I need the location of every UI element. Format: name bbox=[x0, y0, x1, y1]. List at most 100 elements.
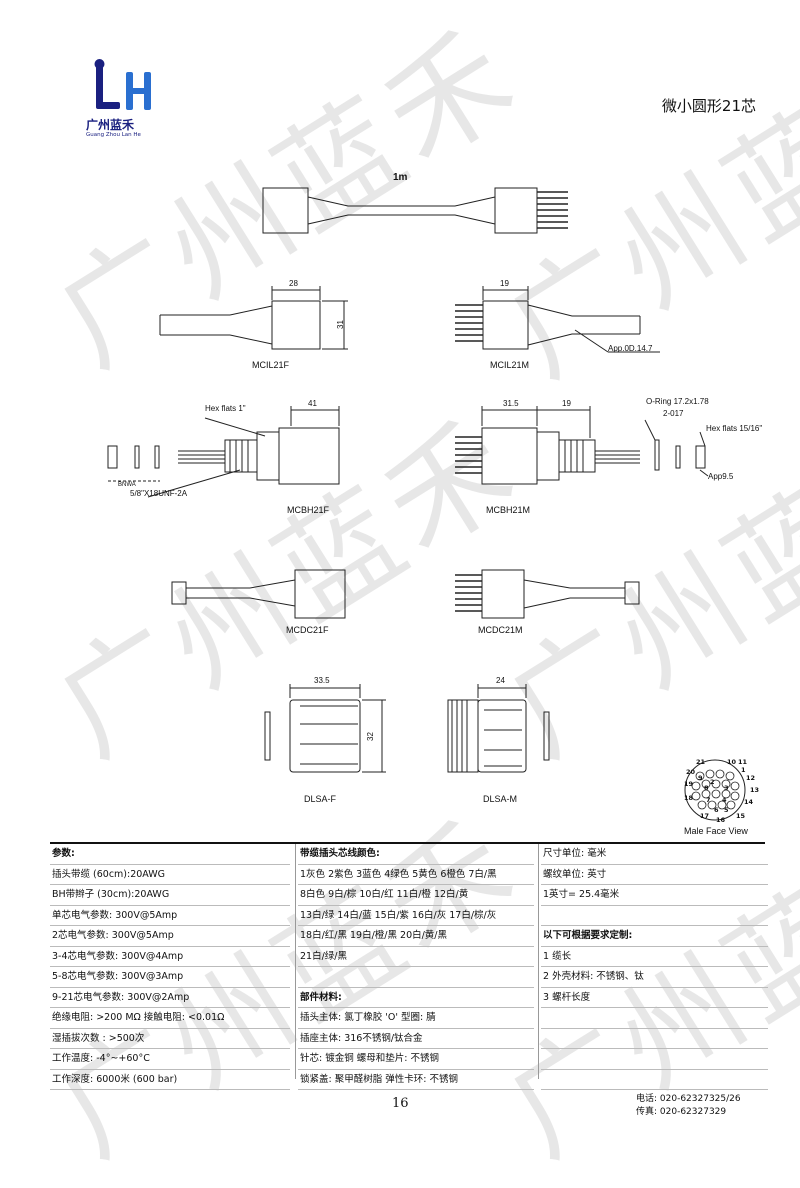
spec-row: 18白/红/黑 19白/橙/黑 20白/黄/黑 bbox=[298, 926, 534, 947]
page-number: 16 bbox=[392, 1096, 409, 1111]
pin-label: 20 bbox=[686, 768, 696, 776]
pin-label: 2 bbox=[710, 778, 715, 786]
spec-row bbox=[541, 1029, 768, 1049]
pin-label: 15 bbox=[736, 812, 746, 820]
spec-row: 参数: bbox=[50, 844, 290, 865]
mcil21f-height: 31 bbox=[335, 320, 345, 329]
phone-number: 电话: 020-62327325/26 bbox=[636, 1094, 741, 1104]
spec-row: BH带辫子 (30cm):20AWG bbox=[50, 885, 290, 906]
male-face-view-label: Male Face View bbox=[684, 826, 748, 836]
male-face-circle bbox=[684, 759, 746, 821]
dlsaf-height: 32 bbox=[365, 732, 375, 741]
spec-row: 带缆插头芯线颜色: bbox=[298, 844, 534, 865]
pin-label: 4 bbox=[722, 796, 727, 804]
pin-label: 11 bbox=[738, 758, 748, 766]
spec-row: 8白色 9白/棕 10白/红 11白/橙 12白/黄 bbox=[298, 885, 534, 906]
mcdc21m-label: MCDC21M bbox=[478, 625, 523, 635]
mcbh21f-hex: Hex flats 1" bbox=[205, 404, 246, 413]
spec-row: 插头带缆 (60cm):20AWG bbox=[50, 865, 290, 885]
spec-row: 2芯电气参数: 300V@5Amp bbox=[50, 926, 290, 947]
mcbh21m-hex: Hex flats 15/16" bbox=[706, 424, 763, 433]
spec-row: 工作温度: -4°~+60°C bbox=[50, 1049, 290, 1070]
spec-row: 5-8芯电气参数: 300V@3Amp bbox=[50, 967, 290, 988]
mcbh21m-label: MCBH21M bbox=[486, 505, 531, 515]
pin-label: 21 bbox=[696, 758, 706, 766]
mcbh21f-length: 41 bbox=[308, 399, 317, 408]
dlsam-label: DLSA-M bbox=[483, 794, 518, 804]
mcbh21m-app: App9.5 bbox=[708, 472, 734, 481]
mcbh21m-dim2: 19 bbox=[562, 399, 571, 408]
pin-label: 5 bbox=[724, 806, 729, 814]
spec-row: 9-21芯电气参数: 300V@2Amp bbox=[50, 988, 290, 1008]
mcil21m-label: MCIL21M bbox=[490, 360, 530, 370]
logo-text-en: Guang Zhou Lan He bbox=[86, 132, 141, 138]
dlsam-width: 24 bbox=[496, 676, 505, 685]
spec-row: 锁紧盖: 聚甲醛树脂 弹性卡环: 不锈钢 bbox=[298, 1070, 534, 1090]
company-logo: 广州蓝禾 Guang Zhou Lan He bbox=[86, 58, 158, 140]
spec-row: 绝缘电阻: >200 MΩ 接触电阻: <0.01Ω bbox=[50, 1008, 290, 1029]
mcil21m-width: 19 bbox=[500, 279, 509, 288]
spec-row: 3-4芯电气参数: 300V@4Amp bbox=[50, 947, 290, 967]
male-face-pin-labels: 21 10 11 1 12 20 9 2 19 8 3 13 18 7 4 17… bbox=[680, 758, 760, 824]
pin-label: 10 bbox=[727, 758, 737, 766]
pin-label: 6 bbox=[714, 806, 719, 814]
spec-row: 插座主体: 316不锈钢/钛合金 bbox=[298, 1029, 534, 1049]
spec-row: 13白/绿 14白/蓝 15白/紫 16白/灰 17白/棕/灰 bbox=[298, 906, 534, 926]
fax-number: 传真: 020-62327329 bbox=[636, 1107, 727, 1117]
page-title: 微小圆形21芯 bbox=[661, 97, 756, 115]
spec-row bbox=[541, 906, 768, 926]
pin-label: 16 bbox=[716, 816, 726, 824]
mcbh21f-bnwa: BNWA bbox=[118, 482, 136, 488]
spec-row: 湿插拔次数 : >500次 bbox=[50, 1029, 290, 1049]
spec-row bbox=[298, 967, 534, 988]
spec-row bbox=[541, 1049, 768, 1070]
spec-row: 3 螺杆长度 bbox=[541, 988, 768, 1008]
pin-label: 19 bbox=[684, 780, 694, 788]
logo-mark-icon bbox=[94, 59, 151, 110]
pin-label: 8 bbox=[704, 784, 709, 792]
dlsaf-width: 33.5 bbox=[314, 676, 330, 685]
contact-info: 电话: 020-62327325/26 传真: 020-62327329 bbox=[636, 1093, 741, 1119]
pin-label: 12 bbox=[746, 774, 756, 782]
pin-label: 3 bbox=[724, 784, 729, 792]
spec-row: 1英寸= 25.4毫米 bbox=[541, 885, 768, 906]
spec-row: 插头主体: 氯丁橡胶 'O' 型圈: 腈 bbox=[298, 1008, 534, 1029]
mcil21f-label: MCIL21F bbox=[252, 360, 290, 370]
mcil21m-note: App.0D.14.7 bbox=[608, 344, 653, 353]
cable-plug-male bbox=[494, 187, 538, 234]
cable-length-label: 1m bbox=[393, 172, 408, 183]
mcbh21m-oring2: 2-017 bbox=[663, 409, 684, 418]
cable-plug-female bbox=[262, 187, 309, 234]
mcbh21m-dim1: 31.5 bbox=[503, 399, 519, 408]
logo-text-cn: 广州蓝禾 bbox=[86, 118, 135, 132]
spec-row: 尺寸单位: 毫米 bbox=[541, 844, 768, 865]
pin-label: 18 bbox=[684, 794, 694, 802]
mcbh21f-thread: 5/8"X18UNF-2A bbox=[130, 489, 188, 498]
spec-row: 单芯电气参数: 300V@5Amp bbox=[50, 906, 290, 926]
mcbh21f-label: MCBH21F bbox=[287, 505, 330, 515]
spec-row bbox=[541, 1070, 768, 1090]
pin-label: 14 bbox=[744, 798, 754, 806]
spec-row: 2 外壳材料: 不锈钢、钛 bbox=[541, 967, 768, 988]
spec-row: 螺纹单位: 英寸 bbox=[541, 865, 768, 885]
pin-label: 9 bbox=[698, 774, 703, 782]
spec-row: 针芯: 镀金铜 螺母和垫片: 不锈钢 bbox=[298, 1049, 534, 1070]
spec-row bbox=[541, 1008, 768, 1029]
technical-drawings bbox=[107, 187, 746, 821]
spec-row: 部件材料: bbox=[298, 988, 534, 1008]
mcdc21f-label: MCDC21F bbox=[286, 625, 329, 635]
mcbh21m-oring: O-Ring 17.2x1.78 bbox=[646, 397, 709, 406]
dlsaf-label: DLSA-F bbox=[304, 794, 337, 804]
spec-row: 1灰色 2紫色 3蓝色 4绿色 5黄色 6橙色 7白/黑 bbox=[298, 865, 534, 885]
pin-label: 7 bbox=[706, 796, 711, 804]
spec-row: 21白/绿/黑 bbox=[298, 947, 534, 967]
spec-row: 以下可根据要求定制: bbox=[541, 926, 768, 947]
mcil21f-width: 28 bbox=[289, 279, 298, 288]
spec-row: 工作深度: 6000米 (600 bar) bbox=[50, 1070, 290, 1090]
pin-label: 17 bbox=[700, 812, 710, 820]
pin-label: 1 bbox=[741, 766, 746, 774]
